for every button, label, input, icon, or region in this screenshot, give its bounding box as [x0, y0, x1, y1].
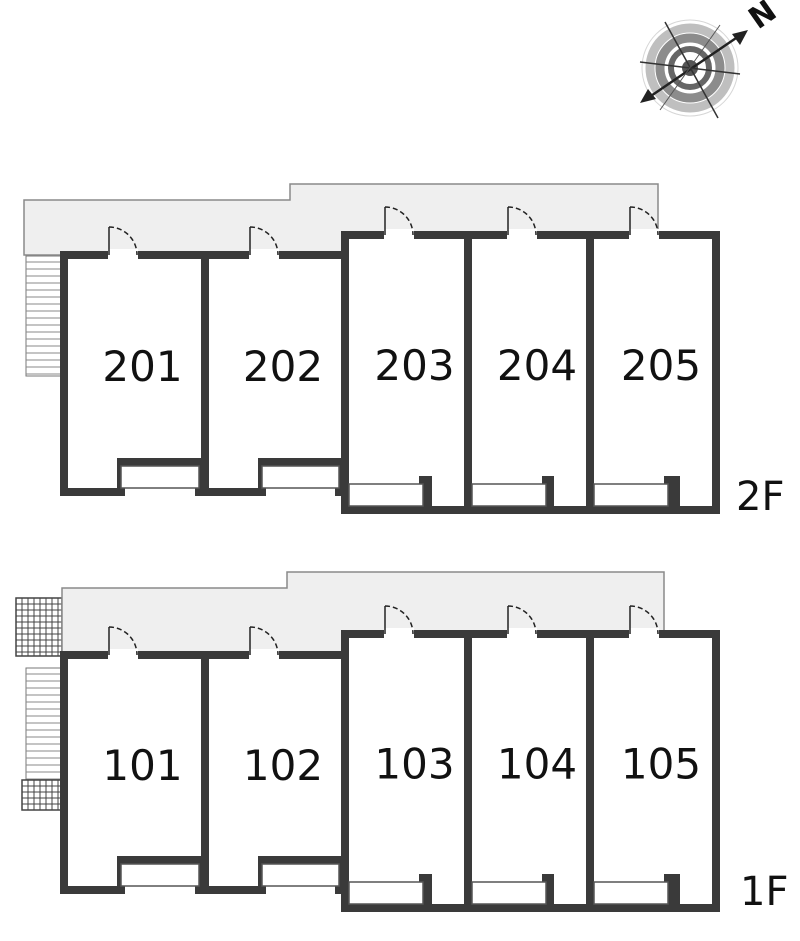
- floor-2-plan: 201 202 203 204 205 2F: [23, 183, 784, 520]
- floor-label: 1F: [740, 869, 788, 915]
- room-number: 202: [243, 342, 323, 391]
- door-opening: [507, 628, 537, 638]
- door-swing: [629, 206, 659, 236]
- balcony: [593, 483, 669, 507]
- room-number: 103: [374, 740, 454, 789]
- door-swing: [507, 206, 537, 236]
- north-arrow-compass-icon: N: [639, 0, 784, 119]
- floor-1-plan: 101 102 103 104 105 1F: [15, 571, 788, 915]
- floor-label: 2F: [736, 474, 784, 520]
- room-201: 201: [60, 226, 209, 496]
- room-103: 103: [341, 605, 472, 912]
- room-203: 203: [341, 206, 472, 514]
- door-swing: [384, 206, 414, 236]
- north-label: N: [743, 0, 784, 37]
- door-swing: [249, 626, 279, 656]
- room-102: 102: [201, 626, 349, 894]
- balcony: [120, 863, 200, 887]
- room-101: 101: [60, 626, 209, 894]
- door-swing: [108, 626, 138, 656]
- balcony: [261, 465, 340, 489]
- balcony: [348, 881, 424, 905]
- room-104: 104: [464, 605, 594, 912]
- room-204: 204: [464, 206, 594, 514]
- room-105: 105: [586, 605, 720, 912]
- balcony: [593, 881, 669, 905]
- door-swing: [507, 605, 537, 635]
- room-205: 205: [586, 206, 720, 514]
- staircase: [25, 255, 63, 377]
- balcony: [120, 465, 200, 489]
- room-number: 104: [497, 740, 577, 789]
- door-opening: [108, 249, 138, 259]
- room-number: 201: [102, 342, 182, 391]
- door-swing: [108, 226, 138, 256]
- door-opening: [629, 229, 659, 239]
- door-opening: [507, 229, 537, 239]
- room-wall: [586, 231, 720, 514]
- room-number: 102: [243, 741, 323, 790]
- door-opening: [629, 628, 659, 638]
- room-wall: [586, 630, 720, 912]
- balcony: [348, 483, 424, 507]
- door-swing: [629, 605, 659, 635]
- staircase: [15, 597, 63, 811]
- room-202: 202: [201, 226, 349, 496]
- balcony: [471, 483, 547, 507]
- door-opening: [384, 628, 414, 638]
- balcony: [471, 881, 547, 905]
- room-number: 101: [102, 741, 182, 790]
- room-number: 203: [374, 341, 454, 390]
- door-swing: [249, 226, 279, 256]
- door-opening: [384, 229, 414, 239]
- door-opening: [249, 249, 279, 259]
- door-swing: [384, 605, 414, 635]
- door-opening: [108, 649, 138, 659]
- balcony: [261, 863, 340, 887]
- room-number: 105: [621, 740, 701, 789]
- room-number: 205: [621, 341, 701, 390]
- door-opening: [249, 649, 279, 659]
- room-number: 204: [497, 341, 577, 390]
